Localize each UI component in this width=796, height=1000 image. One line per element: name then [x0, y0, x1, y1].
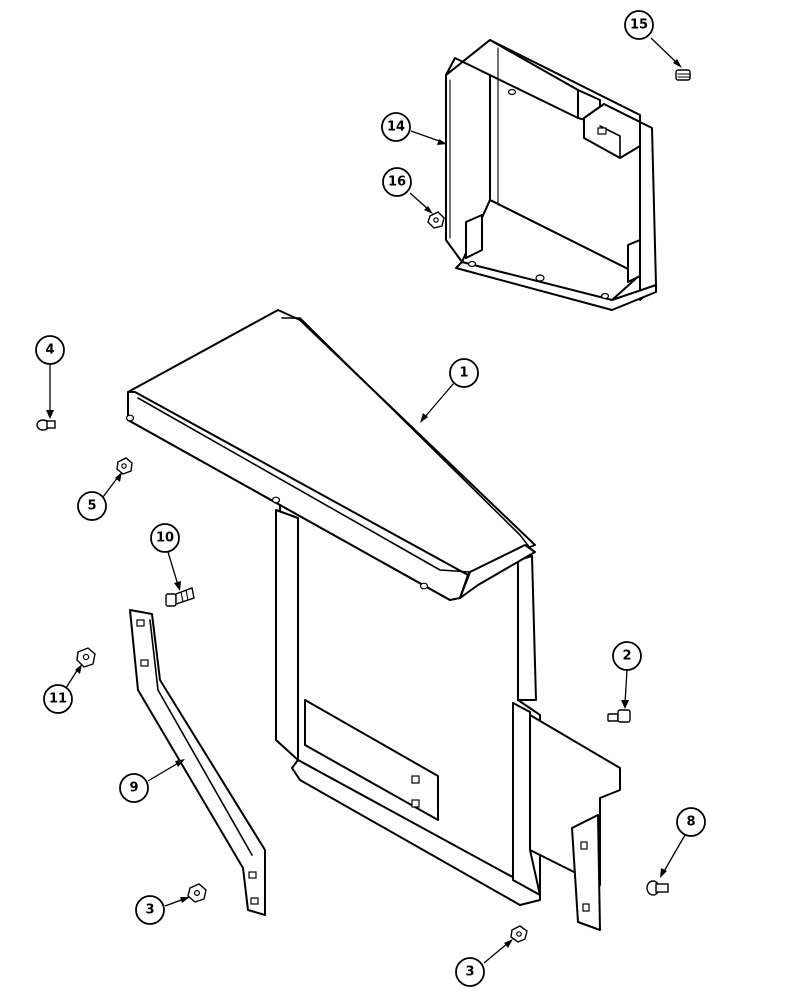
callouts: 15 14 16 4 1 5 10 2 [35, 10, 706, 987]
callout-3-bottom: 3 [455, 957, 485, 987]
callout-8: 8 [676, 807, 706, 837]
callout-label-11: 11 [49, 692, 67, 707]
callout-label-3-bottom: 3 [465, 965, 474, 980]
callout-4: 4 [35, 335, 65, 365]
bolt-part-4 [36, 419, 56, 431]
bolt-part-10 [165, 587, 195, 607]
nut-part-5 [116, 457, 133, 475]
leader-lines [46, 37, 686, 964]
callout-15: 15 [624, 10, 654, 40]
nut-part-3-bottom [510, 925, 528, 943]
support-strap-part-9 [129, 609, 266, 916]
bolt-part-2 [607, 709, 631, 723]
nut-part-3-left [187, 883, 207, 903]
callout-11: 11 [43, 684, 73, 714]
callout-label-2: 2 [622, 649, 631, 664]
bolt-part-15 [675, 69, 691, 81]
callout-16: 16 [382, 167, 412, 197]
callout-label-3-left: 3 [145, 903, 154, 918]
callout-label-9: 9 [129, 781, 138, 796]
callout-label-4: 4 [45, 343, 54, 358]
callout-9: 9 [119, 773, 149, 803]
callout-2: 2 [612, 641, 642, 671]
callout-label-5: 5 [87, 499, 96, 514]
callout-label-15: 15 [630, 18, 648, 33]
callout-3-left: 3 [135, 895, 165, 925]
callout-label-1: 1 [459, 366, 468, 381]
callout-14: 14 [381, 112, 411, 142]
nut-part-16 [427, 211, 445, 229]
callout-label-8: 8 [686, 815, 695, 830]
nut-part-11 [76, 647, 96, 668]
callout-5: 5 [77, 491, 107, 521]
callout-1: 1 [449, 358, 479, 388]
callout-label-16: 16 [388, 175, 406, 190]
bolt-part-8 [646, 880, 669, 896]
callout-label-10: 10 [156, 531, 174, 546]
guard-box-part-14 [445, 39, 657, 311]
main-shield-part-1 [125, 309, 621, 931]
callout-10: 10 [150, 523, 180, 553]
callout-label-14: 14 [387, 120, 405, 135]
